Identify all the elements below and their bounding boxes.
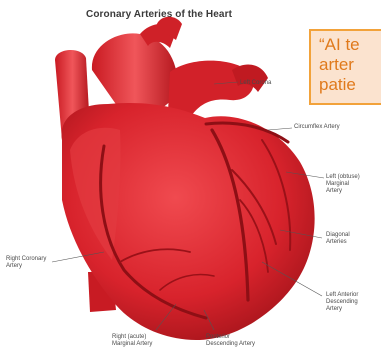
quote-line-1: “AI te [319,35,381,55]
label-diagonal-arteries: Diagonal Arteries [326,232,350,246]
label-posterior-descending: Posterior Descending Artery [206,334,255,348]
quote-line-2: arter [319,55,381,75]
label-circumflex-artery: Circumflex Artery [294,124,340,131]
quote-line-3: patie [319,75,381,95]
label-right-acute-marginal: Right (acute) Marginal Artery [112,334,152,348]
label-left-anterior-descending: Left Anterior Descending Artery [326,292,358,313]
aorta [92,17,182,110]
pulmonary-artery [168,61,268,118]
label-left-coronary: Left Corona [240,80,271,87]
label-left-obtuse-marginal: Left (obtuse) Marginal Artery [326,174,360,195]
label-right-coronary-artery: Right Coronary Artery [6,256,46,270]
quote-callout: “AI te arter patie [309,29,381,105]
